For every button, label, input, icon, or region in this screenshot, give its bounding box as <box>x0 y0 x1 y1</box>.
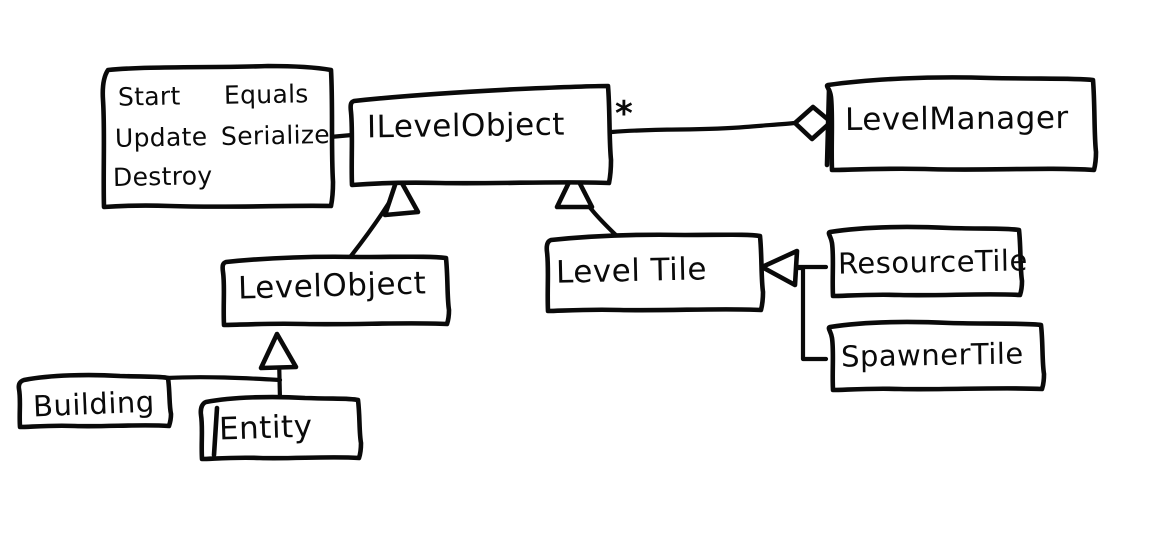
inheritance-triangle-icon-levelobject <box>258 331 299 371</box>
node-resourcetile[interactable] <box>826 225 1024 298</box>
node-leveltile[interactable] <box>546 233 766 313</box>
spawnertile-box[interactable] <box>826 319 1047 393</box>
building-box[interactable] <box>16 372 174 430</box>
inheritance-triangle-icon-leveltile <box>759 248 800 288</box>
node-building[interactable] <box>17 373 173 429</box>
realization-triangle-icon-levelobject <box>382 173 421 218</box>
node-spawnertile[interactable] <box>826 320 1046 392</box>
levelmanager-left-tick <box>824 87 832 168</box>
levelobject-box[interactable] <box>220 254 452 328</box>
node-methods-note[interactable] <box>100 64 336 210</box>
ilevelobject-box[interactable] <box>348 83 614 188</box>
edge-ilevelobject-to-levelmanager <box>609 120 798 135</box>
leveltile-box[interactable] <box>544 232 766 314</box>
entity-box[interactable] <box>198 394 364 462</box>
entity-left-tick <box>211 405 220 458</box>
node-levelobject[interactable] <box>222 255 452 327</box>
levelmanager-box[interactable] <box>824 75 1099 173</box>
node-levelmanager[interactable] <box>824 76 1100 172</box>
realization-triangle-icon-leveltile <box>554 169 595 210</box>
edge-building-to-levelobject <box>163 375 283 383</box>
methods-note-box[interactable] <box>100 63 336 210</box>
resourcetile-box[interactable] <box>826 224 1025 299</box>
node-ilevelobject[interactable] <box>350 84 614 186</box>
node-entity[interactable] <box>199 395 363 461</box>
